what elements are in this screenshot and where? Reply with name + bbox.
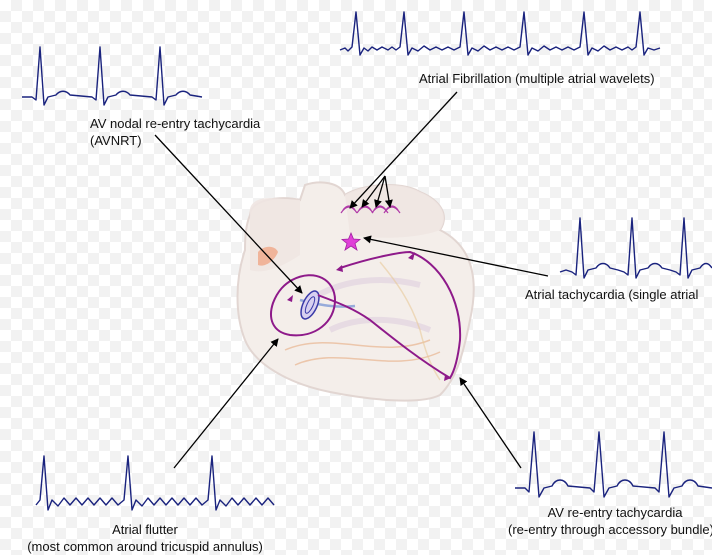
flutter-circuit [270,274,337,337]
label-avrt-line1: AV re-entry tachycardia [547,505,683,520]
arrow-avnrt [154,134,303,294]
ecg-atrial-tachycardia [559,217,712,279]
ecg-af [339,11,661,56]
ecg-avnrt [22,46,203,106]
arrow-atrial-tachycardia [363,235,549,277]
ecg-avrt [515,431,712,498]
label-atrial-tachycardia: Atrial tachycardia (single atrial [525,287,699,302]
arrow-avrt [459,377,522,469]
arrow-af-1 [349,91,458,209]
label-avnrt-line2: (AVNRT) [90,133,142,148]
avrt-circuit [317,250,462,380]
avnrt-circuit [300,290,320,320]
label-avrt-line2: (re-entry through accessory bundle) [508,522,712,537]
label-flutter-line2: (most common around tricuspid annulus) [27,539,263,554]
heart-illustration [236,181,475,402]
arrow-atrial-flutter [173,338,279,469]
arrow-af-4 [384,175,393,208]
label-af: Atrial Fibrillation (multiple atrial wav… [419,71,655,86]
atrial-focus-star [340,231,362,251]
af-wavelets [340,205,401,214]
label-flutter-line1: Atrial flutter [112,522,178,537]
arrow-af-2 [361,175,386,208]
arrow-af-3 [374,175,386,208]
ecg-atrial-flutter [35,455,275,511]
label-avnrt-line1: AV nodal re-entry tachycardia [90,116,261,131]
